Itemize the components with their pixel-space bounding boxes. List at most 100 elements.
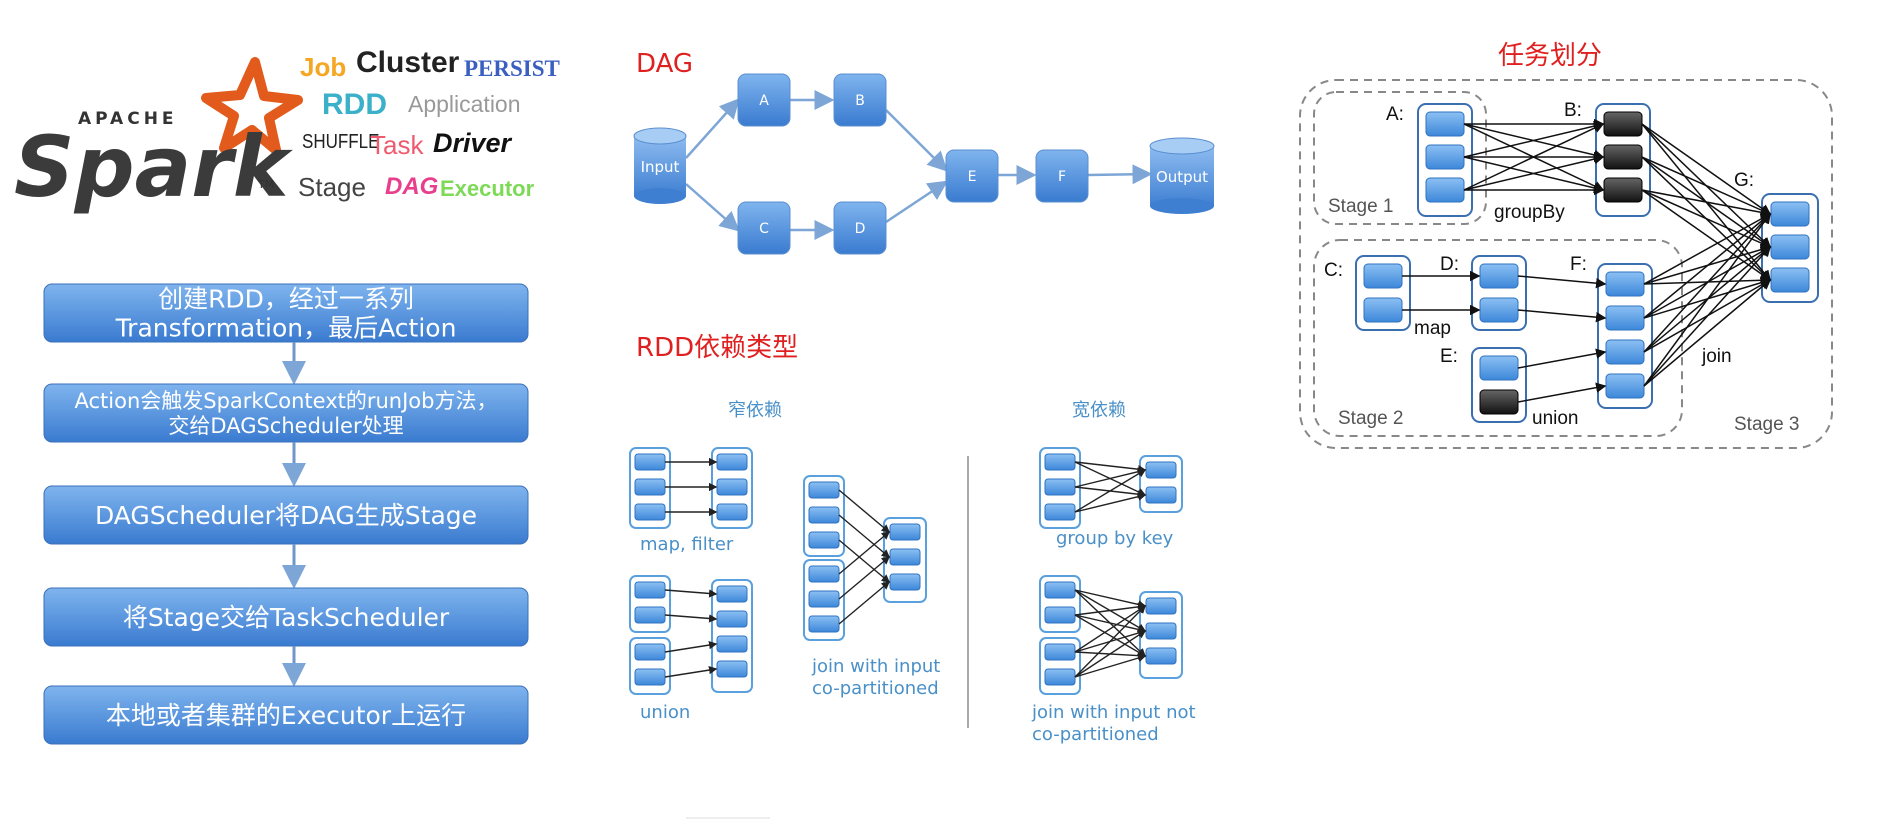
stage-edge [1641,156,1772,216]
keyword-rdd: RDD [322,88,387,121]
stage-partition [1425,177,1465,203]
stage-partition [1425,111,1465,137]
stage-partition [1363,263,1403,289]
join-not-co-caption-line1: join with input not [1031,702,1196,723]
stage-3-label: Stage 3 [1734,414,1800,435]
keyword-job: Job [300,52,346,82]
rdd-partition [716,635,748,653]
keyword-task: Task [370,130,424,160]
rdd-partition [634,668,666,686]
flow-step-text: 创建RDD，经过一系列 [158,285,414,314]
rdd-partition [1145,461,1177,479]
rdd-partition [1044,453,1076,471]
dag-node-d-label: D [855,221,866,237]
stage-edge [1463,123,1605,191]
stage-partition [1770,234,1810,260]
flow-step-text: 本地或者集群的Executor上运行 [106,701,466,730]
dependency-edge [1074,653,1147,678]
keyword-driver: Driver [433,128,513,158]
stage-partition [1605,305,1645,331]
dependency-edge [1074,630,1147,678]
stage-label-d: D: [1440,254,1459,275]
stage-3-boundary [1299,79,1833,449]
dag-node-d [833,201,887,255]
dependency-edge [1074,605,1146,678]
join-co-caption-line2: co-partitioned [812,678,939,699]
stage-partition-dark [1479,389,1519,415]
spark-logo: APACHE Spark TM [14,57,303,216]
dag-edge [885,109,948,172]
flow-step-text: Action会触发SparkContext的runJob方法， [75,389,498,413]
narrow-dependency-label: 窄依赖 [728,400,782,421]
rdd-container [629,637,671,695]
dependency-edge [1074,467,1147,488]
op-union: union [1532,408,1579,429]
flow-step-box [43,485,529,545]
rdd-partition [808,565,840,583]
apache-label: APACHE [78,109,178,129]
dag-input-node-bottom [634,188,686,204]
dag-node-b [833,73,887,127]
flow-step-box [43,383,529,443]
rdd-partition [1044,668,1076,686]
stage-rdd-container [1417,103,1473,217]
rdd-partition [716,610,748,628]
rdd-partition [1145,622,1177,640]
keyword-application: Application [408,91,521,117]
dependency-edge [664,614,718,623]
dependency-edge [838,514,891,558]
dependency-edge [838,556,891,600]
rdd-partition [889,573,921,591]
dependency-edge [838,539,891,583]
spark-star-icon [201,57,303,155]
rdd-partition [634,503,666,521]
dag-edge [885,180,949,224]
stage-partition [1479,355,1519,381]
stage-edge [1641,189,1772,249]
op-map: map [1414,318,1451,339]
dag-node-f [1035,149,1089,203]
dag-node-b-label: B [855,93,865,109]
dependency-edge [664,665,718,678]
rdd-partition [889,523,921,541]
execution-flow: 创建RDD，经过一系列Transformation，最后ActionAction… [43,283,529,745]
stage-2-label: Stage 2 [1338,408,1404,429]
stage-rdd-container [1597,263,1653,409]
stage-2-boundary [1313,239,1683,437]
rdd-container [629,575,671,633]
dependency-edge [1074,492,1147,513]
stage-partition [1363,297,1403,323]
dag-node-e [945,149,999,203]
dag-node-e-label: E [968,169,977,185]
stage-edge [1517,275,1607,289]
rdd-partition [808,590,840,608]
stage-rdd-container [1471,347,1527,423]
rdd-partition [716,660,748,678]
rdd-partition [1044,503,1076,521]
dependency-edge [838,581,891,625]
dependency-edge [1074,589,1147,609]
stage-partition [1425,144,1465,170]
rdd-partition [808,481,840,499]
stage-partition-dark [1603,111,1643,137]
rdd-container [1039,637,1081,695]
dag-output-node-body [1150,146,1214,206]
join-not-co-caption-line2: co-partitioned [1032,724,1159,745]
dependency-edge [1074,614,1147,634]
stage-1-boundary [1313,91,1487,225]
stage-partition [1479,297,1519,323]
stage-label-g: G: [1734,170,1754,191]
stage-partition [1479,263,1519,289]
rdd-partition [716,585,748,603]
dag-edge [1087,164,1153,185]
map-filter-caption: map, filter [640,534,734,555]
stage-edge [1641,189,1772,218]
dependency-edge [1074,614,1147,657]
keyword-persist: PERSIST [464,56,560,81]
stage-partition [1605,373,1645,399]
dag-node-f-label: F [1058,169,1066,185]
dependency-edge [1074,602,1147,616]
